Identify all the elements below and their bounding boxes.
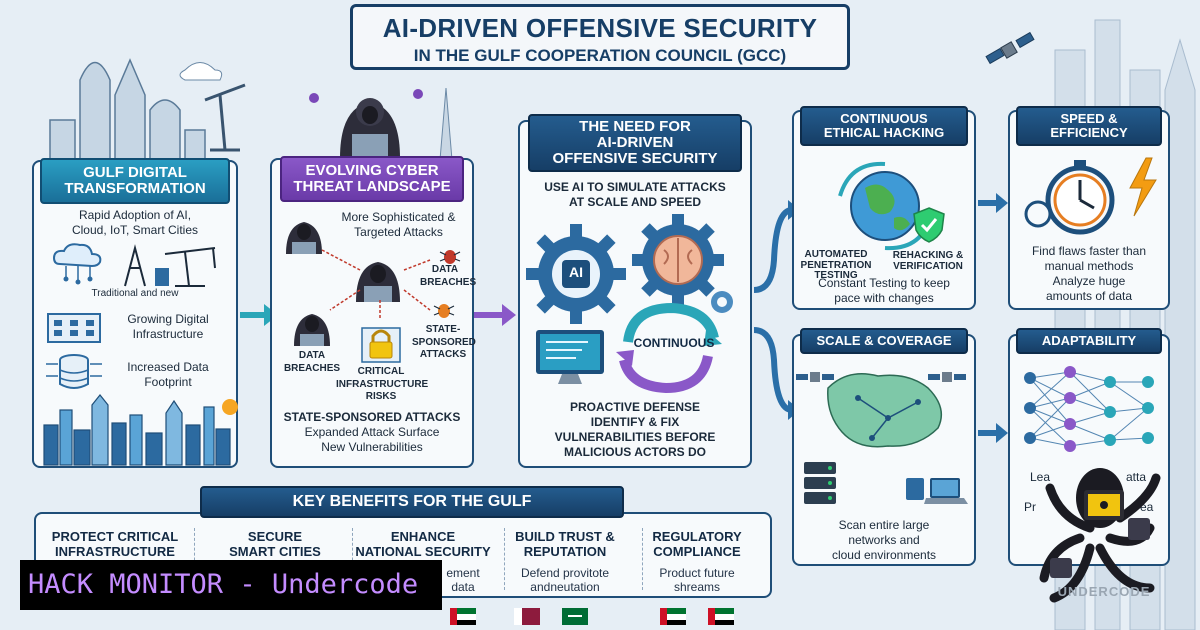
speed-desc: Find flaws faster than manual methods An… [1031, 244, 1147, 303]
background-skyline-left [49, 58, 246, 171]
benefit-item: BUILD TRUST &REPUTATION Defend provitote… [515, 529, 615, 595]
adoption-text: Rapid Adoption of AI, Cloud, IoT, Smart … [71, 208, 199, 237]
hacker-icon [309, 87, 453, 161]
shield-check-icon [913, 207, 945, 243]
satellite-icon [985, 31, 1035, 65]
speed-title: SPEED & EFFICIENCY [1016, 106, 1162, 146]
threat-title: EVOLVING CYBER THREAT LANDSCAPE [280, 156, 464, 202]
satellite-icon [928, 372, 966, 382]
need-title: THE NEED FOR AI-DRIVEN OFFENSIVE SECURIT… [528, 114, 742, 172]
ethical-title: CONTINUOUS ETHICAL HACKING [800, 106, 968, 146]
hacker-icon [294, 314, 330, 346]
scale-desc: Scan entire large networks and cloud env… [831, 518, 937, 562]
benefit-divider [194, 528, 195, 590]
continuous-label: CONTINUOUS [633, 336, 715, 350]
page-title: AI-DRIVEN OFFENSIVE SECURITY [382, 13, 818, 43]
data-footprint-text: Increased Data Footprint [127, 360, 209, 389]
threat-bottom-text: STATE-SPONSORED ATTACKS Expanded Attack … [283, 410, 461, 454]
watermark-label: HACK MONITOR - Undercode [20, 560, 442, 610]
threat-connections [321, 249, 431, 320]
cloud-network-icon [52, 243, 102, 285]
ai-chip-label: AI [569, 264, 583, 280]
benefit-divider [642, 528, 643, 590]
header-banner: AI-DRIVEN OFFENSIVE SECURITY IN THE GULF… [350, 4, 850, 70]
server-icon [804, 462, 836, 504]
hacker-icon [356, 262, 400, 302]
oil-pump-icon [124, 244, 216, 287]
need-subtitle: USE AI TO SIMULATE ATTACKS AT SCALE AND … [544, 180, 726, 209]
rehacking-label: REHACKING & VERIFICATION [892, 250, 964, 272]
globe-icon [838, 161, 932, 251]
flow-arrow-2 [474, 304, 516, 326]
gcc-flags [450, 608, 734, 625]
building-icon [47, 313, 101, 343]
adapt-partial-text-2: atta [1126, 470, 1147, 484]
critical-infrastructure-label: CRITICAL INFRASTRUCTURE RISKS [336, 366, 429, 402]
flow-arrow-3 [753, 200, 800, 420]
constant-testing-text: Constant Testing to keep pace with chang… [818, 276, 950, 305]
city-skyline-illustration [43, 394, 238, 466]
lightning-icon [1129, 157, 1157, 217]
octopus-hacker-logo [1039, 468, 1161, 603]
infrastructure-text: Growing Digital Infrastructure [127, 312, 209, 341]
data-breaches-left-label: DATA BREACHES [283, 350, 341, 374]
need-bottom-text: PROACTIVE DEFENSE IDENTIFY & FIX VULNERA… [554, 400, 716, 459]
bug-icon [439, 250, 461, 264]
gear-icon [711, 291, 733, 313]
monitor-icon [536, 330, 604, 384]
adapt-title: ADAPTABILITY [1016, 328, 1162, 354]
undercode-logo-text: UNDERCODE [1057, 584, 1151, 599]
benefit-divider [352, 528, 353, 590]
state-sponsored-label: STATE- SPONSORED ATTACKS [412, 324, 476, 360]
traditional-label: Traditional and new [91, 288, 179, 299]
database-icon [46, 354, 102, 389]
sophisticated-attacks-text: More Sophisticated & Targeted Attacks [341, 210, 456, 239]
neural-network-icon [1024, 366, 1154, 452]
flow-arrow-4 [978, 193, 1008, 213]
page-subtitle: IN THE GULF COOPERATION COUNCIL (GCC) [413, 46, 787, 65]
bug-icon [433, 304, 455, 318]
scale-title: SCALE & COVERAGE [800, 328, 968, 354]
adapt-partial-text-3: Pr [1024, 500, 1036, 514]
continuous-cycle-icon [616, 302, 722, 394]
gear-icon [526, 224, 626, 324]
automated-pentest-label: AUTOMATED PENETRATION TESTING [800, 249, 872, 281]
benefits-title: KEY BENEFITS FOR THE GULF [200, 486, 624, 518]
data-breaches-right-label: DATA BREACHES [420, 264, 477, 288]
padlock-icon [361, 327, 401, 363]
adapt-partial-text-1: Lea [1030, 470, 1051, 484]
hacker-icon [286, 222, 322, 254]
laptop-icon [906, 478, 968, 504]
brain-icon [632, 214, 724, 306]
flow-arrow-5 [978, 423, 1008, 443]
map-icon [827, 373, 943, 448]
satellite-icon [796, 372, 834, 382]
stopwatch-icon [1024, 160, 1115, 235]
transformation-title: GULF DIGITAL TRANSFORMATION [40, 158, 230, 204]
benefit-divider [504, 528, 505, 590]
